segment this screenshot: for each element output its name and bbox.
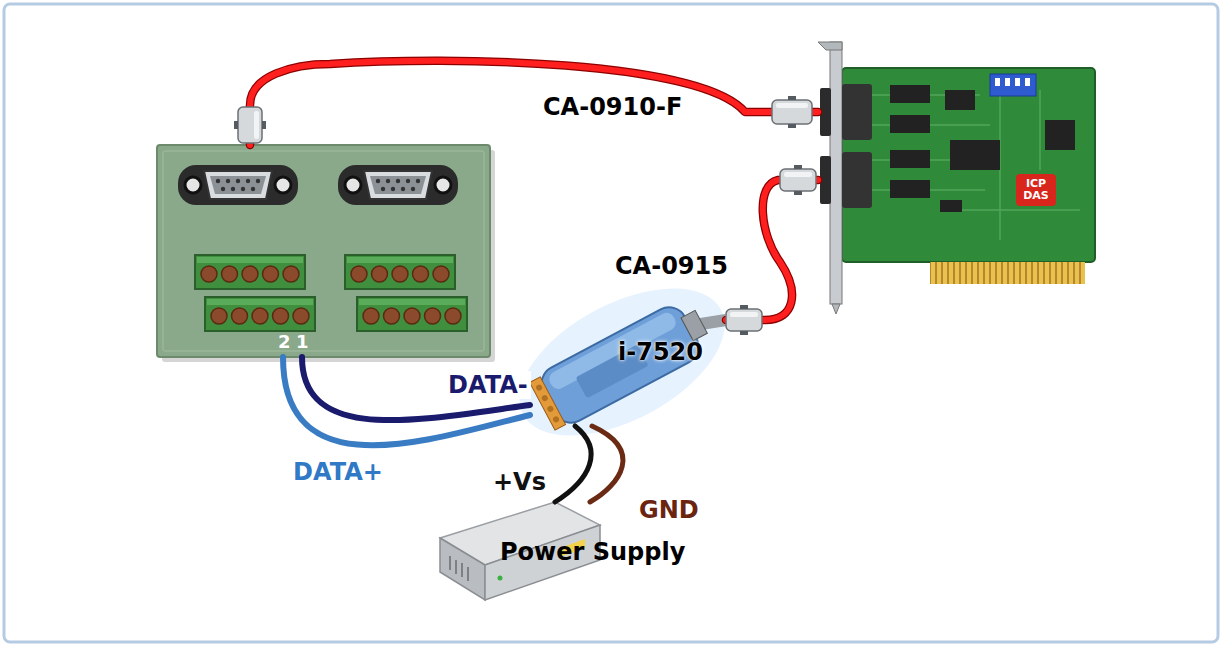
plug-highlight: [776, 103, 808, 108]
signal-label: DATA+: [290, 458, 386, 486]
power-wire: [555, 426, 591, 502]
cable-label: CA-0910-F: [540, 93, 685, 121]
brand-logo: ICP DAS: [1016, 174, 1056, 206]
thumb-screw: [740, 331, 748, 335]
signal-label: DATA-: [445, 371, 531, 399]
serial-cable: [234, 61, 818, 145]
cable-plug: [780, 165, 816, 195]
cable-plug: [772, 96, 812, 128]
terminal-block: [345, 255, 455, 289]
terminal-strip: [530, 377, 566, 430]
pin-number: 1: [296, 332, 309, 352]
gold-fingers: [930, 262, 1085, 284]
cable-label: CA-0915: [612, 252, 731, 280]
signal-wire: [302, 357, 530, 420]
device-label: Power Supply: [500, 538, 685, 566]
model-label: i-7520: [618, 338, 703, 366]
serial-card-drawing: [818, 42, 1095, 314]
plug-highlight: [784, 172, 812, 177]
plug-body: [726, 309, 762, 331]
dip-switch: [990, 74, 1036, 96]
frame: [4, 4, 1218, 642]
converter-drawing: [496, 258, 748, 466]
db9-connector: [842, 84, 872, 140]
db9-connector: [178, 165, 298, 205]
plug-highlight: [254, 111, 259, 139]
signal-label: GND: [636, 496, 702, 524]
thumb-screw: [262, 121, 266, 129]
serial-card: ICP DAS: [818, 40, 1100, 312]
cable-edge: [250, 61, 818, 145]
serial-cable: [726, 165, 818, 335]
power-wire: [555, 426, 591, 502]
thumb-screw: [794, 165, 802, 169]
thumb-screw: [234, 121, 238, 129]
plug-highlight: [730, 312, 758, 317]
serial-cable: [726, 180, 818, 320]
terminal-block: [357, 297, 467, 331]
signal-label: +Vs: [490, 468, 549, 496]
power-wire: [590, 426, 623, 502]
thumb-screw: [740, 305, 748, 309]
db9-connector: [338, 165, 458, 205]
thumb-screw: [794, 191, 802, 195]
cable-edge: [726, 180, 818, 320]
converter-module: i-7520: [530, 298, 726, 426]
pin-number: 2: [278, 332, 291, 352]
serial-cable: [250, 61, 818, 145]
terminal-block: [205, 297, 315, 331]
plug-body: [780, 169, 816, 191]
signal-wire: [283, 357, 530, 445]
terminal-board: 21: [157, 145, 490, 357]
card-bracket: [830, 42, 842, 304]
cable-plug: [234, 107, 266, 143]
signal-wire: [283, 357, 530, 445]
signal-wire: [302, 357, 530, 420]
cable-plug: [726, 305, 762, 335]
terminal-board-drawing: [157, 145, 495, 362]
thumb-screw: [788, 96, 796, 100]
terminal-block: [195, 255, 305, 289]
power-wire: [590, 426, 623, 502]
plug-body: [772, 100, 812, 124]
thumb-screw: [788, 124, 796, 128]
db9-connector: [842, 152, 872, 208]
plug-body: [238, 107, 262, 143]
